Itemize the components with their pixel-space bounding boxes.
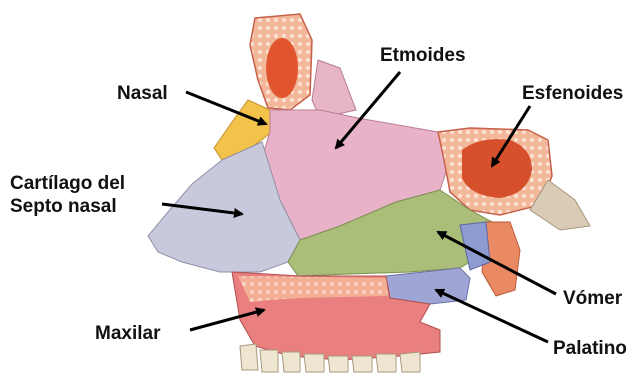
label-esfenoides: Esfenoides [522,82,623,105]
label-nasal: Nasal [117,82,168,105]
frontal-sinus [266,38,298,98]
label-palatino: Palatino [553,337,627,360]
label-maxilar: Maxilar [95,322,160,345]
label-cartilago-line2: Septo nasal [10,195,125,218]
crista-galli-shape [312,60,356,118]
sphenoid-sinus-shape [462,139,532,198]
label-cartilago-septo-nasal: Cartílago del Septo nasal [10,172,125,218]
label-cartilago-line1: Cartílago del [10,172,125,195]
arrow-palatino [436,290,548,342]
label-vomer: Vómer [563,287,622,310]
label-etmoides: Etmoides [380,44,466,67]
